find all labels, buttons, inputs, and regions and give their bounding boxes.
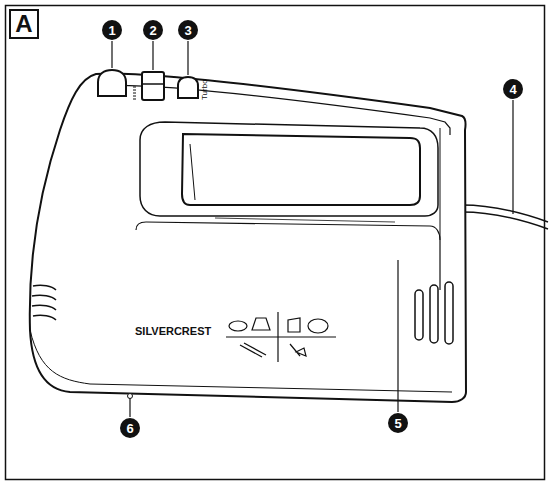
body-panel-line — [136, 222, 440, 290]
callout-disc — [143, 20, 163, 40]
power-cord — [462, 205, 548, 222]
letter-box-border — [10, 10, 38, 38]
callout-number: 3 — [178, 20, 198, 40]
callout-disc — [178, 20, 198, 40]
speed-switch-slot — [142, 83, 164, 85]
brand-name: SILVERCREST — [135, 326, 211, 337]
eject-button — [98, 70, 126, 96]
mixer-housing — [30, 73, 466, 402]
attachment-icons — [226, 312, 336, 362]
callout-disc — [503, 79, 523, 99]
highlight-line — [215, 218, 395, 222]
figure-frame — [6, 6, 545, 480]
rear-vents — [415, 282, 453, 344]
handle-panel — [140, 122, 438, 216]
housing-seam — [30, 330, 452, 392]
turbo-button — [178, 77, 198, 98]
callout-text: 5 — [394, 417, 401, 430]
power-cord — [462, 212, 548, 229]
callout-disc — [120, 418, 140, 438]
callout-number: 2 — [143, 20, 163, 40]
callout-number: 4 — [503, 79, 523, 99]
figure-letter-box: A — [9, 9, 39, 39]
speed-switch — [142, 72, 164, 100]
callout-number: 5 — [388, 413, 408, 433]
callout-text: 3 — [184, 24, 191, 37]
callout-disc — [102, 20, 122, 40]
callout-number: 1 — [102, 20, 122, 40]
speed-marks — [133, 87, 136, 99]
rear-edge — [440, 128, 441, 240]
callout-disc — [388, 413, 408, 433]
leader-lines — [112, 41, 513, 417]
callout-text: 1 — [108, 24, 115, 37]
handle-grip-opening — [182, 134, 420, 205]
callout-text: 4 — [509, 83, 516, 96]
leader-dot — [128, 394, 133, 399]
callout-text: 2 — [149, 24, 156, 37]
grip-shadow-line — [190, 144, 195, 200]
callout-text: 6 — [126, 422, 133, 435]
callout-number: 6 — [120, 418, 140, 438]
figure-letter: A — [15, 12, 32, 36]
button-label: Turbo — [201, 79, 209, 100]
front-vents — [32, 285, 56, 320]
